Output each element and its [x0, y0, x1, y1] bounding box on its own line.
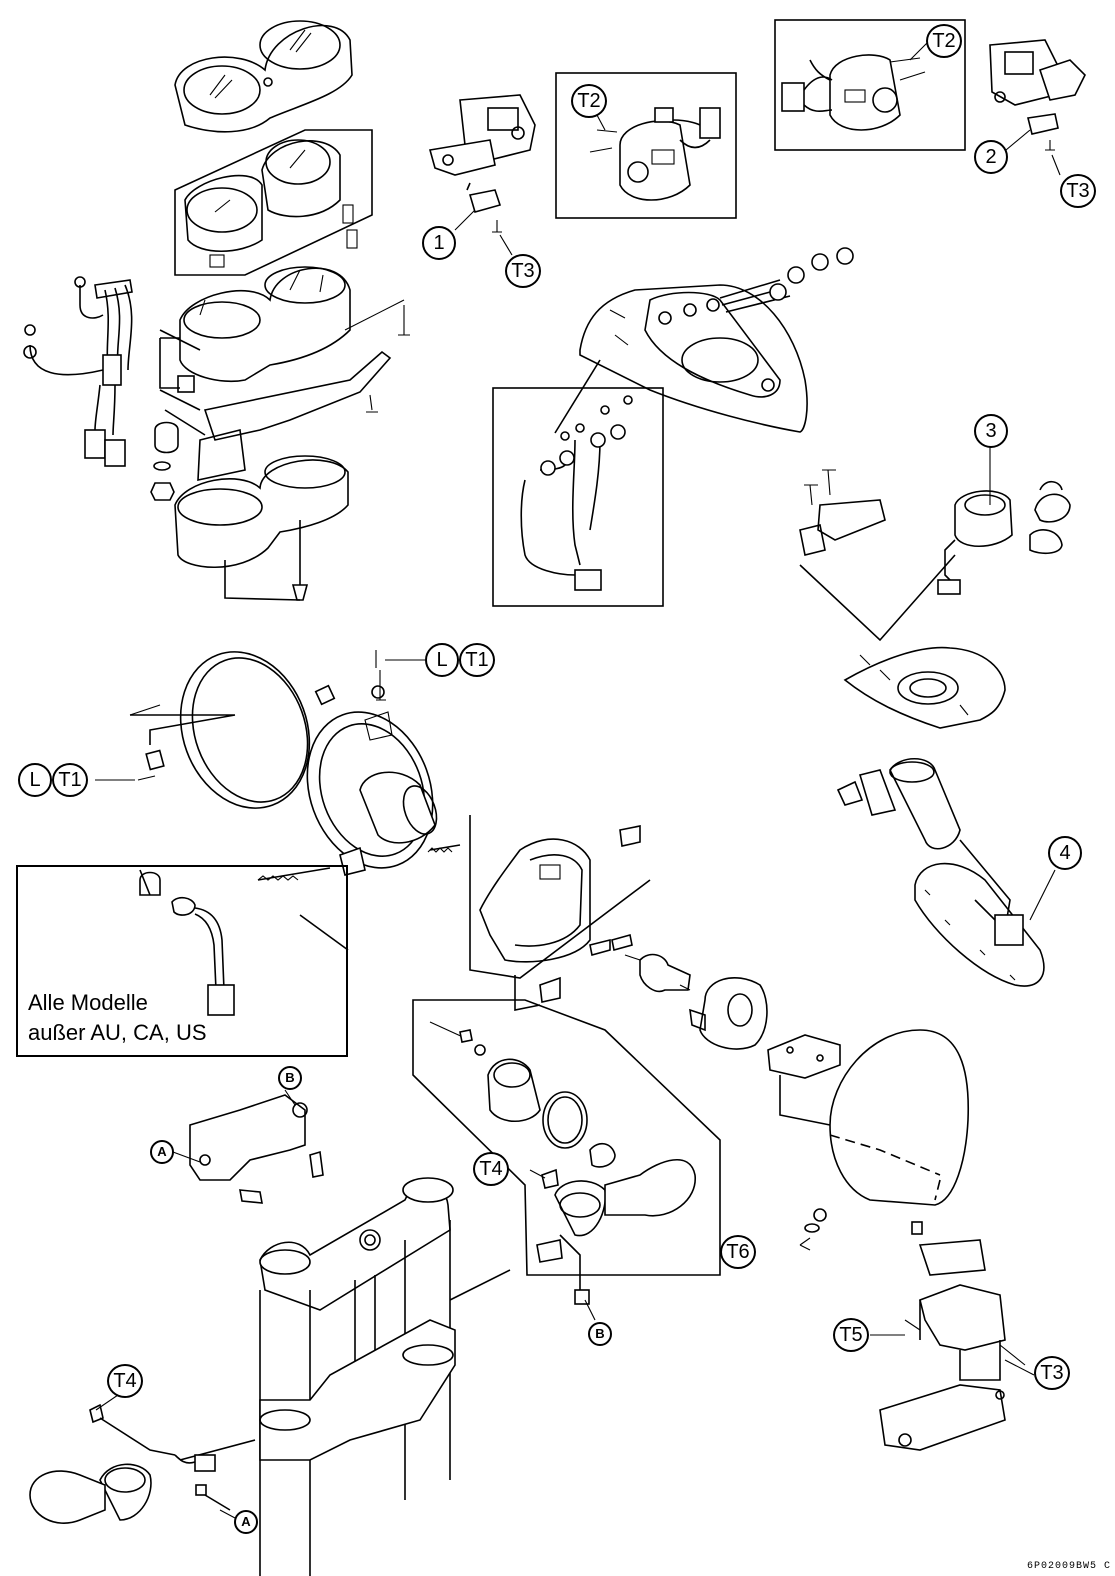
callout-l-left: L: [18, 763, 52, 797]
callout-4: 4: [1048, 836, 1082, 870]
right-switch-housing: [989, 39, 1086, 151]
turn-signal-rear: [29, 1403, 231, 1524]
instrument-cowl: [579, 247, 854, 433]
callout-t4-rear: T4: [107, 1364, 143, 1398]
wiring-harness-box: [492, 359, 664, 607]
callout-t6: T6: [720, 1235, 756, 1269]
meter-housing: [23, 266, 410, 467]
switch-box-right: [774, 19, 966, 151]
meter-bracket: [150, 329, 392, 601]
callout-t2-center: T2: [571, 84, 607, 118]
callout-2: 2: [974, 140, 1008, 174]
lower-right-bracket: [879, 1221, 1026, 1451]
callout-t1-left: T1: [52, 763, 88, 797]
headlight-inner-bracket: [469, 815, 651, 1011]
callout-b-signal: B: [588, 1322, 612, 1346]
tank-mount: [843, 646, 1006, 729]
variant-note-text: Alle Modelle außer AU, CA, US: [28, 988, 207, 1048]
callout-t3-right-switch: T3: [1060, 174, 1096, 208]
turn-signal-front: [536, 1159, 696, 1305]
callout-t4-front: T4: [473, 1152, 509, 1186]
callout-t1-top: T1: [459, 643, 495, 677]
headlight-shell: [767, 1029, 970, 1246]
callout-a-rear: A: [234, 1510, 258, 1534]
turn-signal-bracket-left: [189, 1094, 324, 1204]
callout-t2-right: T2: [926, 24, 962, 58]
meter-cover: [174, 20, 353, 133]
headlight-rim: [129, 651, 336, 809]
callout-1: 1: [422, 226, 456, 260]
figure-code: 6P02009BW5 C: [1026, 1561, 1111, 1572]
leader-lines: [95, 41, 1061, 1519]
note-line-1: Alle Modelle: [28, 990, 148, 1015]
callout-t3-left-switch: T3: [505, 254, 541, 288]
callout-l-top: L: [425, 643, 459, 677]
callout-b-bracket: B: [278, 1066, 302, 1090]
headlight-bulb: [624, 953, 768, 1050]
switch-box-center: [555, 72, 737, 219]
fuel-pump: [836, 757, 1045, 987]
ignition-switch: [799, 469, 1071, 642]
callout-3: 3: [974, 414, 1008, 448]
turn-signal-box: [412, 999, 721, 1276]
left-switch-housing: [428, 94, 536, 233]
note-line-2: außer AU, CA, US: [28, 1020, 207, 1045]
variant-note-box: [16, 865, 348, 1057]
steering-stem: [179, 1177, 511, 1576]
callout-a-bracket: A: [150, 1140, 174, 1164]
callout-t5: T5: [833, 1318, 869, 1352]
meter-unit: [174, 129, 373, 276]
callout-t3-bracket: T3: [1034, 1356, 1070, 1390]
